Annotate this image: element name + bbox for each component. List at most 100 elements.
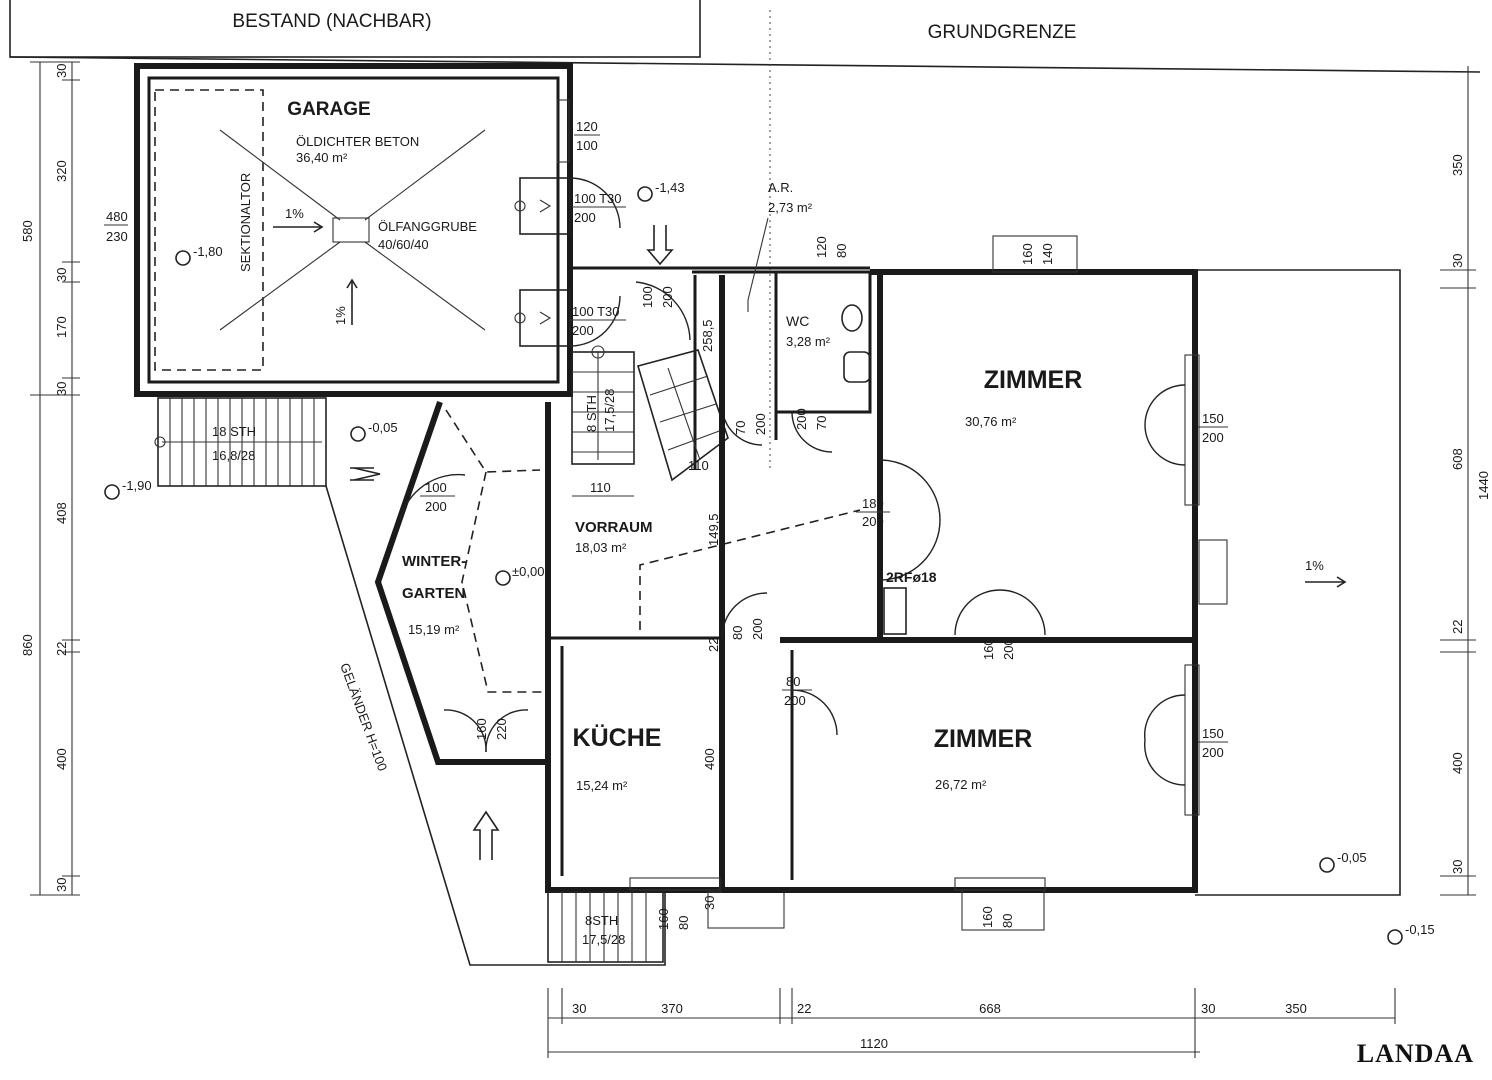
window-top [992, 235, 1078, 273]
dim-258-5: 258,5 [700, 319, 715, 352]
neighbor-label: BESTAND (NACHBAR) [232, 11, 431, 32]
fire-door-upper [519, 177, 571, 235]
vorraum-dashed-line [639, 509, 861, 630]
dim-garage-480: 480 [106, 209, 128, 224]
level-marker-icon [637, 186, 653, 202]
dim-200-b3: 200 [1202, 745, 1224, 760]
zimmer-1: 160 140 ZIMMER 30,76 m² 150 200 180 200 … [856, 235, 1228, 660]
railing-label: GELÄNDER H=100 [337, 661, 390, 773]
window-kueche [629, 877, 721, 891]
dim-200-f: 200 [1001, 638, 1016, 660]
dim-200-e: 200 [750, 618, 765, 640]
dim-80-c: 80 [786, 674, 800, 689]
level-marker-icon [175, 250, 191, 266]
dim-120-b: 120 [814, 236, 829, 258]
dim-right-400: 400 [1450, 752, 1465, 774]
dim-left-860: 860 [20, 634, 35, 656]
level-l4: ±0,00 [512, 564, 544, 579]
garage-sub: ÖLDICHTER BETON [296, 134, 419, 149]
dim-30-w: 30 [702, 896, 717, 910]
kueche-name: KÜCHE [573, 723, 662, 752]
dim-110-a: 110 [590, 480, 611, 495]
dim-70-b: 70 [814, 416, 829, 430]
dim-200-d: 200 [794, 408, 809, 430]
zimmer2-name: ZIMMER [934, 725, 1033, 753]
dim-bottom-350: 350 [1285, 1001, 1307, 1016]
kueche-area: 15,24 m² [576, 778, 628, 793]
level-marker-icon [1319, 857, 1335, 873]
garage: GARAGE ÖLDICHTER BETON 36,40 m² SEKTIONA… [104, 63, 573, 397]
terrace-slope: 1% [1305, 558, 1324, 573]
dim-150-b: 150 [1202, 726, 1224, 741]
entry-arrow-icon [646, 225, 674, 266]
dim-100: 100 [576, 138, 598, 153]
dim-180: 180 [862, 496, 884, 511]
dim-149-5: 149,5 [706, 513, 721, 546]
window-east-1 [1184, 354, 1200, 506]
wc-name: WC [786, 313, 809, 329]
window-east-2 [1184, 664, 1200, 816]
dim-80-a: 80 [834, 244, 849, 258]
dim-wg-200: 200 [425, 499, 447, 514]
dim-garage-230: 230 [106, 229, 128, 244]
dim-80-e: 80 [1000, 914, 1015, 928]
wintergarten-area: 15,19 m² [408, 622, 460, 637]
garage-door-outline [154, 89, 264, 371]
dim-160-b: 160 [981, 638, 996, 660]
level-l6: -0,15 [1405, 922, 1435, 937]
dim-150-a: 150 [1202, 411, 1224, 426]
level-l2: -0,05 [368, 420, 398, 435]
dim-right-608: 608 [1450, 448, 1465, 470]
outer-stair: 18 STH 16,8/28 [154, 397, 327, 487]
level-l3: -1,90 [122, 478, 152, 493]
level-marker-icon [1387, 929, 1403, 945]
zimmer-2: 80 200 ZIMMER 26,72 m² 150 200 160 80 [722, 637, 1228, 931]
dim-left-30d: 30 [54, 878, 69, 892]
wintergarten-name-2: GARTEN [402, 585, 465, 602]
dim-left-30a: 30 [54, 64, 69, 78]
zimmer1-name: ZIMMER [984, 366, 1083, 394]
level-l5: -0,05 [1337, 850, 1367, 865]
dim-door-200-a: 200 [574, 210, 596, 225]
toilet-icon [841, 304, 863, 332]
zimmer1-area: 30,76 m² [965, 414, 1017, 429]
dim-bottom-370: 370 [661, 1001, 683, 1016]
dim-100-v: 100 [640, 286, 655, 308]
wintergarten: 100 200 WINTER- GARTEN 15,19 m² ±0,00 16… [374, 401, 548, 765]
dim-200-v: 200 [660, 286, 675, 308]
sink-icon [843, 351, 871, 383]
dim-door-100-t30-b: 100 T30 [572, 304, 619, 319]
dim-160-d: 160 [656, 908, 671, 930]
garage-window [556, 99, 570, 163]
dim-70-a: 70 [733, 421, 748, 435]
entry-arrow-up-icon [472, 810, 500, 860]
window-bottom [961, 889, 1045, 931]
garage-slope: 1% [285, 206, 304, 221]
dim-160-e: 160 [980, 906, 995, 928]
neighbor-building [9, 0, 701, 58]
kueche: KÜCHE 15,24 m² 400 80 200 22 [545, 275, 768, 893]
dim-wg-100: 100 [425, 480, 447, 495]
zimmer2-area: 26,72 m² [935, 777, 987, 792]
dim-chain-left: 30 320 30 170 30 408 22 400 30 580 860 [20, 61, 80, 896]
fire-door-lower [519, 289, 571, 347]
dim-left-580: 580 [20, 220, 35, 242]
chimney [883, 587, 907, 635]
dim-80-d: 80 [676, 916, 691, 930]
railing-line [325, 485, 666, 966]
dim-chain-bottom: 30 370 22 668 30 350 1120 [547, 988, 1396, 1058]
vorraum-area: 18,03 m² [575, 540, 627, 555]
level-l1: -1,43 [655, 180, 685, 195]
dim-160-c: 160 [474, 718, 489, 740]
dim-right-30a: 30 [1450, 254, 1465, 268]
dim-220: 220 [494, 718, 509, 740]
dim-chain-right: 350 30 608 22 400 30 1440 [1440, 66, 1491, 896]
oil-pit-label: ÖLFANGGRUBE [378, 219, 477, 234]
garage-name: GARAGE [287, 99, 370, 120]
dim-right-30b: 30 [1450, 860, 1465, 874]
dim-right-1440: 1440 [1476, 471, 1491, 500]
wintergarten-name-1: WINTER- [402, 553, 466, 570]
dim-200-g: 200 [784, 693, 806, 708]
ar-area: 2,73 m² [768, 200, 813, 215]
dim-door-100-t30-a: 100 T30 [574, 191, 621, 206]
